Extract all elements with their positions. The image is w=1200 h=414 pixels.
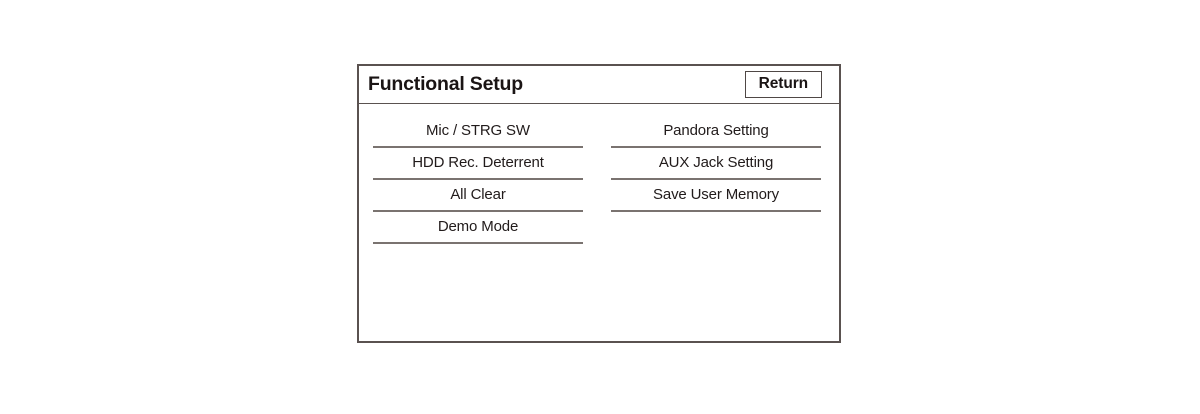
menu-item-label: All Clear xyxy=(450,185,506,203)
menu-column-left: Mic / STRG SW HDD Rec. Deterrent All Cle… xyxy=(373,116,583,244)
menu-item-label: AUX Jack Setting xyxy=(658,153,774,171)
menu-item-label: Mic / STRG SW xyxy=(426,121,530,139)
page-title: Functional Setup xyxy=(368,73,523,96)
menu-item-pandora-setting[interactable]: Pandora Setting xyxy=(611,116,821,148)
menu-item-hdd-rec-deterrent[interactable]: HDD Rec. Deterrent xyxy=(373,148,583,180)
menu-item-aux-jack-setting[interactable]: AUX Jack Setting xyxy=(611,148,821,180)
menu-item-label: Pandora Setting xyxy=(663,121,769,139)
menu-item-label: Demo Mode xyxy=(437,217,519,235)
menu-column-right: Pandora Setting AUX Jack Setting Save Us… xyxy=(611,116,821,212)
return-button[interactable]: Return xyxy=(744,71,822,98)
menu-body: Mic / STRG SW HDD Rec. Deterrent All Cle… xyxy=(359,104,839,341)
menu-item-mic-strg-sw[interactable]: Mic / STRG SW xyxy=(373,116,583,148)
menu-item-save-user-memory[interactable]: Save User Memory xyxy=(611,180,821,212)
menu-item-all-clear[interactable]: All Clear xyxy=(373,180,583,212)
menu-item-demo-mode[interactable]: Demo Mode xyxy=(373,212,583,244)
screen-header: Functional Setup Return xyxy=(359,66,839,104)
menu-item-label: HDD Rec. Deterrent xyxy=(412,153,544,171)
menu-item-label: Save User Memory xyxy=(653,185,779,203)
functional-setup-screen: Functional Setup Return Mic / STRG SW HD… xyxy=(357,64,841,343)
